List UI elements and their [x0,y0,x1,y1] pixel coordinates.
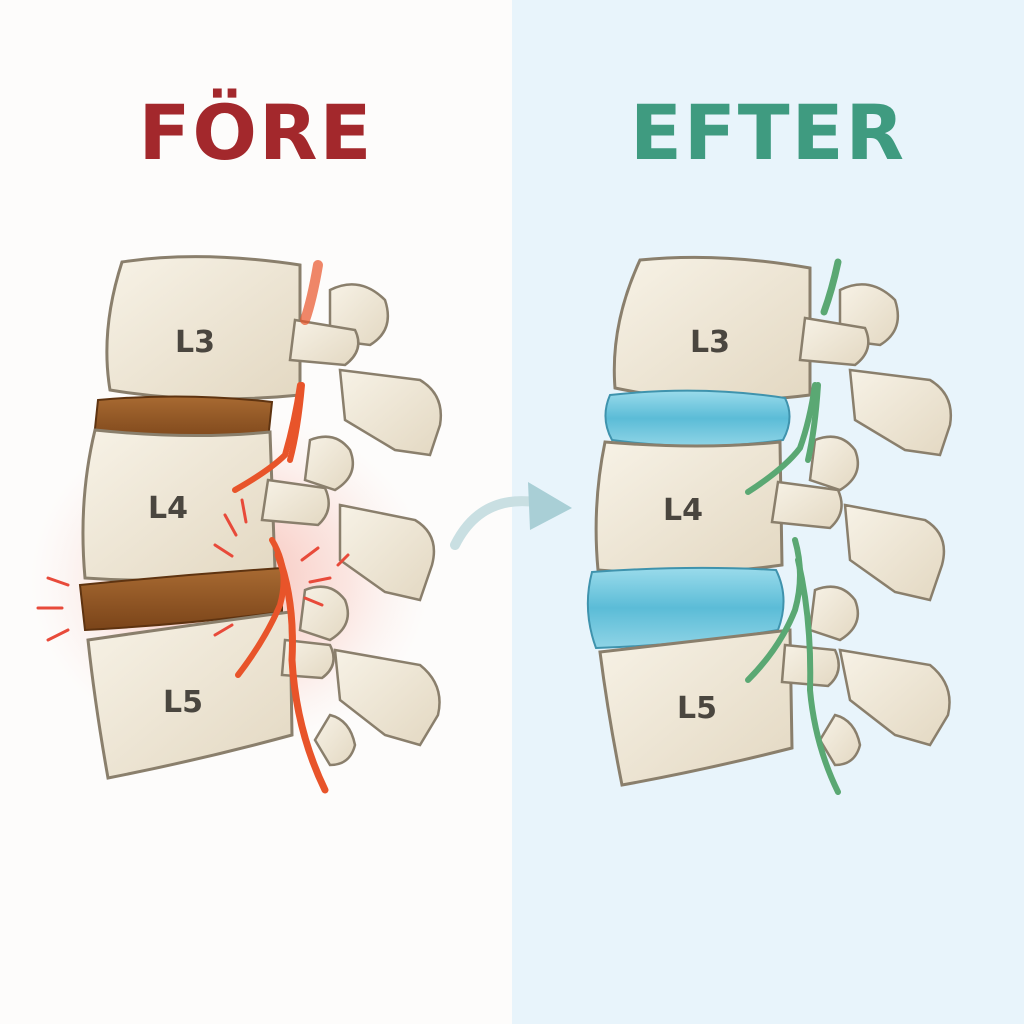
before-nerves [232,260,329,794]
after-title: EFTER [629,88,907,177]
before-label-l5: L5 [163,685,203,720]
transition-arrow-icon [450,482,572,550]
after-spine: L3 L4 L5 [586,255,953,795]
after-vertebra-l4: L4 [594,440,843,575]
before-spine: L3 L4 L5 [30,255,443,794]
pain-burst-icon [36,498,350,642]
after-label-l4: L4 [663,493,703,528]
before-label-l4: L4 [148,491,188,526]
after-label-l3: L3 [690,325,730,360]
after-label-l5: L5 [677,691,717,726]
after-disc-l3-l4 [604,389,791,447]
before-title: FÖRE [138,88,374,177]
after-processes [808,283,953,767]
before-vertebra-l3: L3 [105,255,360,401]
after-nerves [745,258,842,795]
after-vertebra-l3: L3 [612,255,870,402]
after-vertebra-l5: L5 [598,628,840,787]
before-label-l3: L3 [175,325,215,360]
